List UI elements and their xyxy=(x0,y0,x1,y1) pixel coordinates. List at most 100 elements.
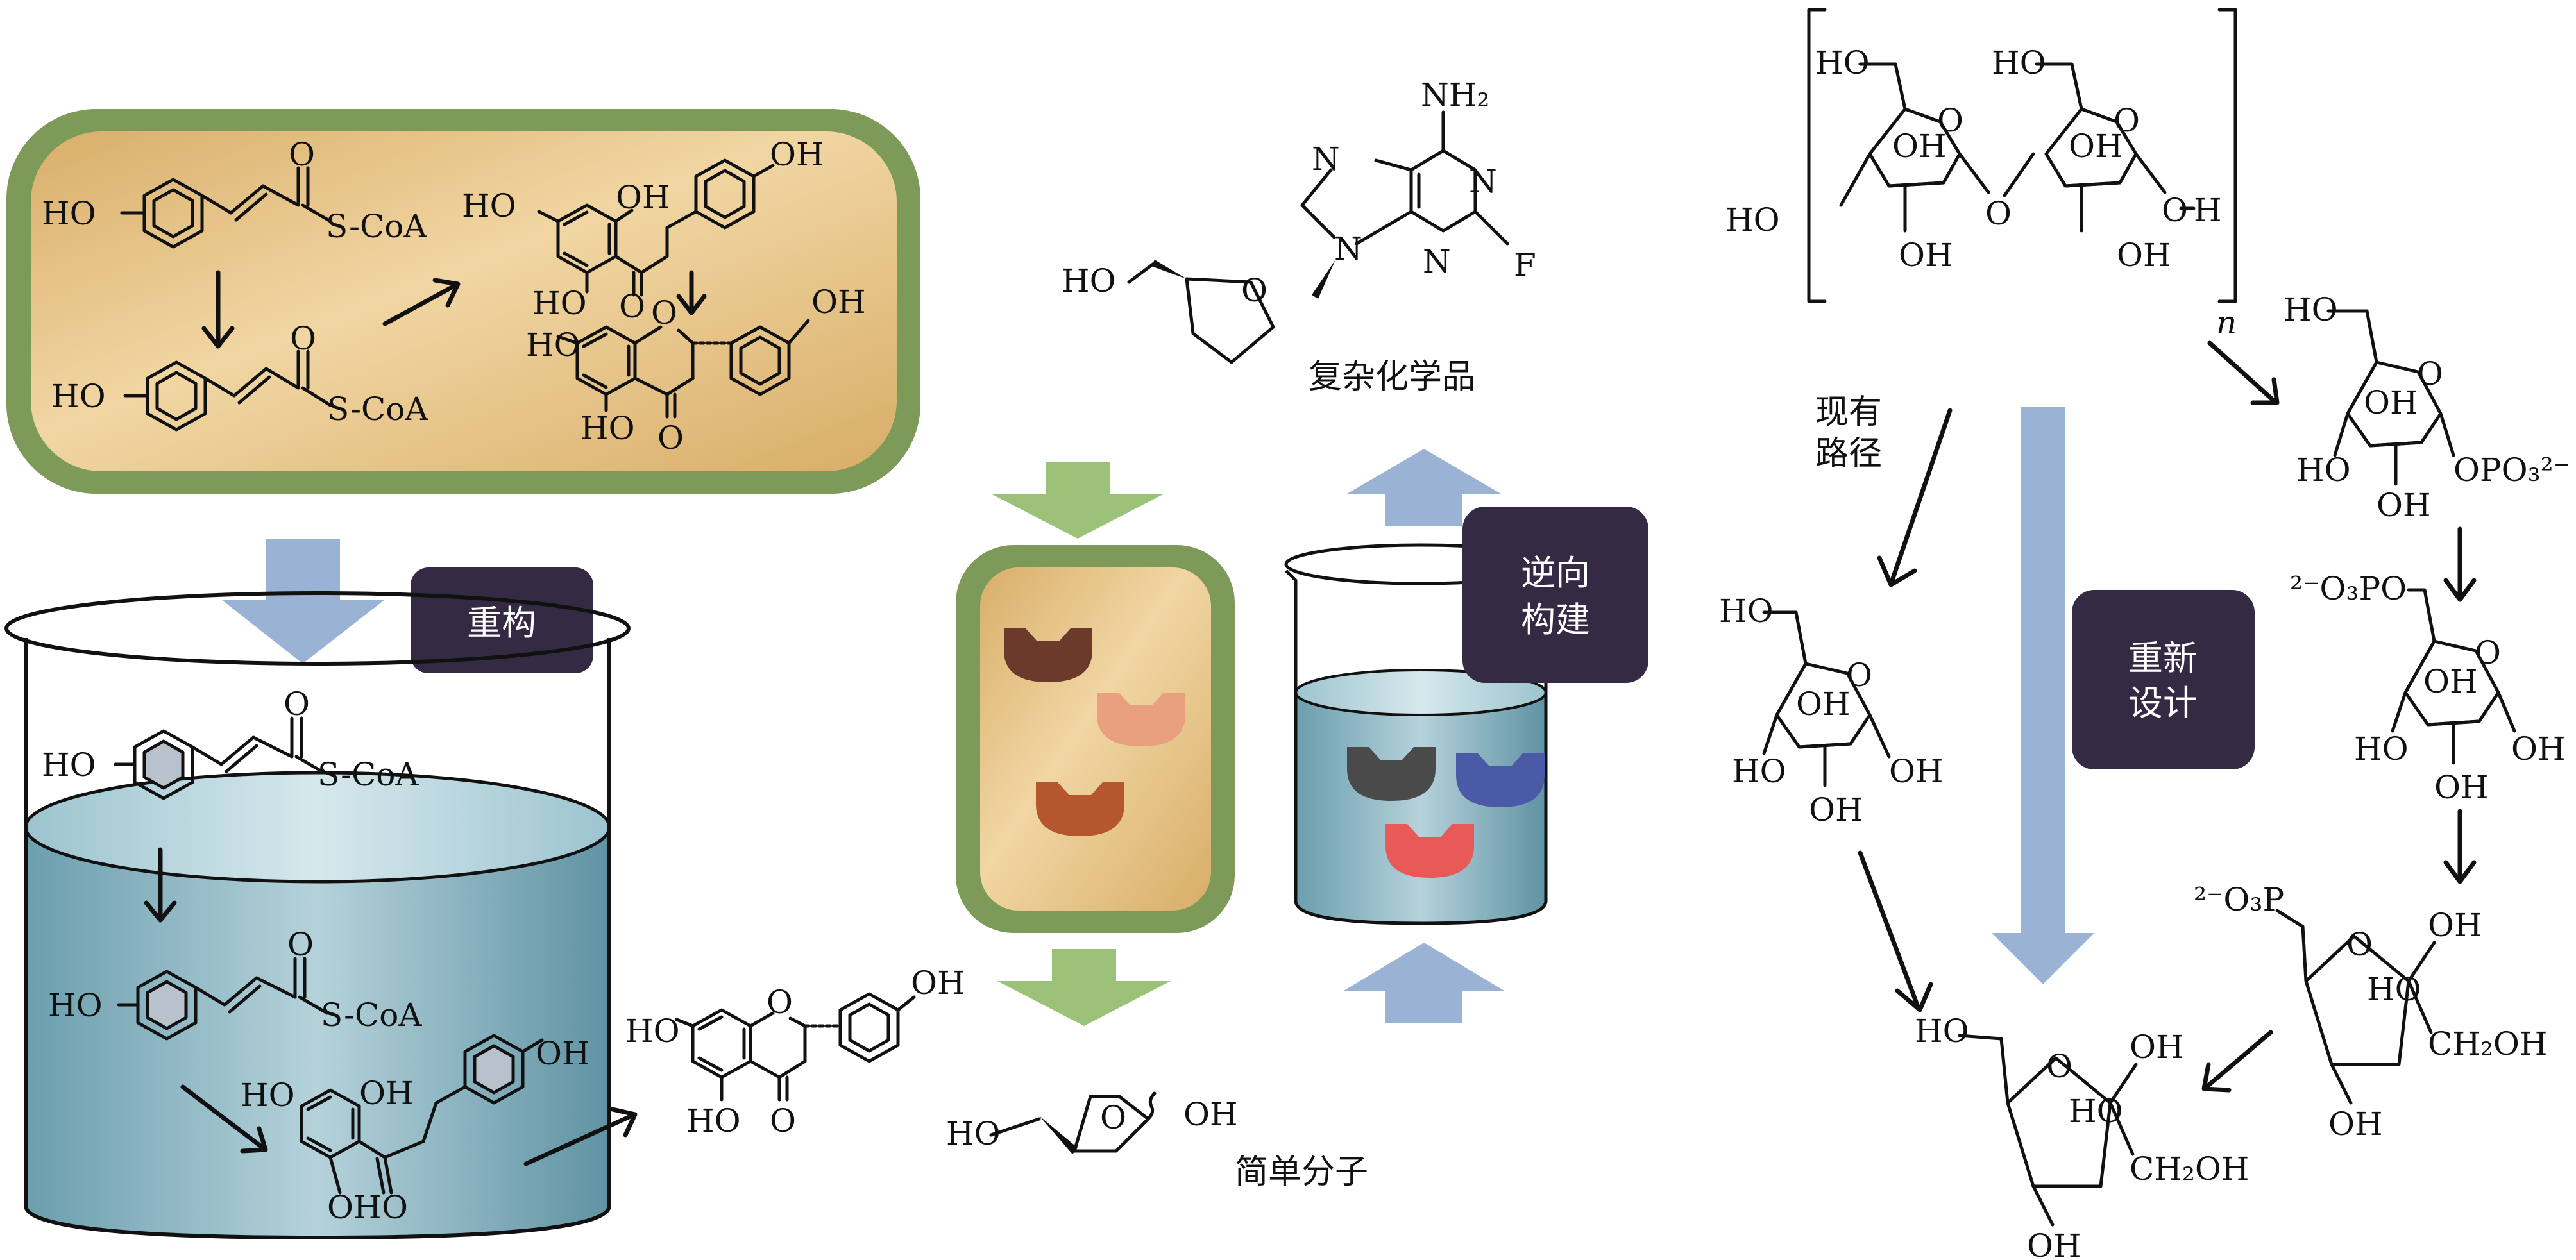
hydroxyl-label: HO xyxy=(48,987,103,1024)
fluorine-label: F xyxy=(1514,246,1536,283)
reverse-build-beaker xyxy=(1284,543,1557,925)
ring-oxygen: O xyxy=(2475,634,2501,671)
carbonyl-oxygen: O xyxy=(619,288,645,325)
redesign-badge-line1: 重新 xyxy=(2128,638,2198,678)
carbonyl-oxygen: O xyxy=(770,1102,796,1139)
hydroxyl-label: HO xyxy=(1915,1012,1969,1050)
glucose-molecule: HO O OH HO OH OH xyxy=(1719,592,1944,828)
hydroxyl-label: OH xyxy=(1899,237,1953,274)
ring-oxygen: O xyxy=(1846,657,1872,694)
glucose-6-phosphate-molecule: ²⁻O₃PO O OH HO OH OH xyxy=(2290,570,2566,806)
hydroxyl-label: OH xyxy=(2027,1227,2081,1260)
reverse-build-badge: 逆向 构建 xyxy=(1462,507,1648,683)
hydroxyl-label: OH xyxy=(616,179,670,216)
redesign-badge-line2: 设计 xyxy=(2128,683,2198,723)
carbonyl-oxygen: O xyxy=(290,320,316,357)
hydroxyl-label: HO xyxy=(1062,262,1116,299)
coa-label: S-CoA xyxy=(321,996,422,1034)
enzyme-cell xyxy=(956,545,1235,933)
diagonal-up-arrow xyxy=(523,1107,638,1166)
output-arrow xyxy=(997,949,1171,1026)
fructose-6-phosphate-molecule: ²⁻O₃P O OH HO CH₂OH OH xyxy=(2194,881,2548,1143)
hydroxyl-label: HO xyxy=(241,1077,295,1114)
hydroxyl-label: OH xyxy=(2377,487,2431,524)
existing-pathway-label-line1: 现有 xyxy=(1815,393,1882,432)
engineered-cell: HO O S-CoA HO O xyxy=(6,109,920,494)
fructose-molecule: HO O OH HO CH₂OH OH xyxy=(1915,1012,2250,1260)
existing-pathway-arrow xyxy=(1877,408,1953,587)
hydroxyl-label: HO xyxy=(51,378,106,415)
hydroxyl-label: OH xyxy=(1889,753,1944,790)
conversion-arrow xyxy=(1858,850,1933,1012)
chalcone-molecule: HO OH HO O OH xyxy=(462,136,824,325)
glucose-1-phosphate-molecule: HO O OH HO OPO₃²⁻ OH xyxy=(2284,291,2570,524)
hydroxyl-label: OH xyxy=(1809,791,1863,828)
chalcone-molecule-beaker: HO OH OH O OH xyxy=(241,1034,590,1226)
simple-molecules-label: 简单分子 xyxy=(1235,1153,1368,1191)
phosphorolysis-arrow xyxy=(2207,340,2280,405)
ring-oxygen: O xyxy=(2346,926,2373,963)
carbonyl-oxygen: O xyxy=(287,926,314,963)
coa-label: S-CoA xyxy=(327,391,428,428)
naringenin-product: HO HO O O OH xyxy=(625,964,965,1139)
hydroxyl-label: OH xyxy=(1796,685,1851,723)
down-arrow xyxy=(676,270,707,315)
hydroxyl-label: OH xyxy=(2511,730,2566,768)
naringenin-molecule: HO HO O O OH xyxy=(526,283,866,457)
hydroxyl-label: OH xyxy=(2428,907,2482,944)
hydroxyl-label: OH xyxy=(2130,1029,2184,1066)
restructure-arrow xyxy=(221,539,385,664)
ring-oxygen: O xyxy=(2417,355,2443,392)
ring-oxygen: O xyxy=(651,294,677,332)
redesign-badge: 重新 设计 xyxy=(2072,590,2255,769)
nitrogen-label: N xyxy=(1469,163,1497,200)
input-arrow xyxy=(991,462,1164,539)
hydroxyl-label: OH xyxy=(359,1075,414,1112)
hydroxyl-label: OH xyxy=(2328,1105,2383,1143)
hydroxyl-label: HO xyxy=(625,1012,680,1050)
diagonal-down-arrow xyxy=(180,1084,268,1154)
coumaroyl-coa-molecule-beaker-top: HO O S-CoA xyxy=(42,685,419,800)
restructure-badge: 重构 xyxy=(411,567,593,673)
nitrogen-label: N xyxy=(1312,140,1340,178)
hydroxyl-label: OH xyxy=(911,964,965,1002)
hydroxyl-label: OH xyxy=(1183,1096,1238,1133)
hydroxyl-label: OH xyxy=(2423,663,2478,700)
hydroxyl-label: OH xyxy=(2364,384,2418,421)
hydroxyl-label: OH xyxy=(327,1189,382,1226)
existing-pathway-label-line2: 路径 xyxy=(1815,435,1882,473)
carbonyl-oxygen: O xyxy=(289,136,315,173)
coa-label: S-CoA xyxy=(326,208,427,245)
deoxyribose-molecule: HO O OH xyxy=(946,1091,1238,1154)
upward-arrow xyxy=(1347,449,1501,526)
nitrogen-label: N xyxy=(1423,243,1451,280)
ring-oxygen: O xyxy=(1241,272,1267,309)
coumaroyl-coa-molecule-second: HO O S-CoA xyxy=(51,320,428,432)
hydroxyl-label: OH xyxy=(2117,237,2171,274)
hydroxyl-label: HO xyxy=(1732,753,1786,790)
restructure-badge-label: 重构 xyxy=(467,603,536,643)
phosphate-label: ²⁻O₃P xyxy=(2194,881,2284,918)
down-arrow xyxy=(2443,526,2477,602)
reaction-beaker: HO O S-CoA HO O xyxy=(4,591,638,1240)
hydroxyl-label: OH xyxy=(811,283,866,321)
hydroxymethyl-label: CH₂OH xyxy=(2130,1150,2250,1188)
carbonyl-oxygen: O xyxy=(657,419,684,457)
ring-oxygen: O xyxy=(1100,1099,1126,1136)
diagonal-arrow xyxy=(382,278,461,326)
dephosphorylation-arrow xyxy=(2201,1030,2273,1093)
ring-oxygen: O xyxy=(2046,1048,2072,1085)
reverse-build-badge-line2: 构建 xyxy=(1521,600,1590,640)
hydroxyl-label: HO xyxy=(462,187,516,224)
carbonyl-oxygen: O xyxy=(382,1189,408,1226)
hydrogen-label: H xyxy=(2194,192,2222,229)
hydroxyl-label: HO xyxy=(2354,730,2409,768)
fluoroadenine-nucleoside: NH₂ N N F N N O HO xyxy=(1062,76,1536,364)
down-arrow xyxy=(2443,809,2477,884)
hydroxyl-label: OH xyxy=(536,1035,590,1072)
down-arrow xyxy=(144,847,177,923)
hydroxyl-label: HO xyxy=(686,1102,741,1139)
glycosidic-oxygen: O xyxy=(1985,195,2012,232)
hydroxyl-label: OH xyxy=(770,136,824,173)
